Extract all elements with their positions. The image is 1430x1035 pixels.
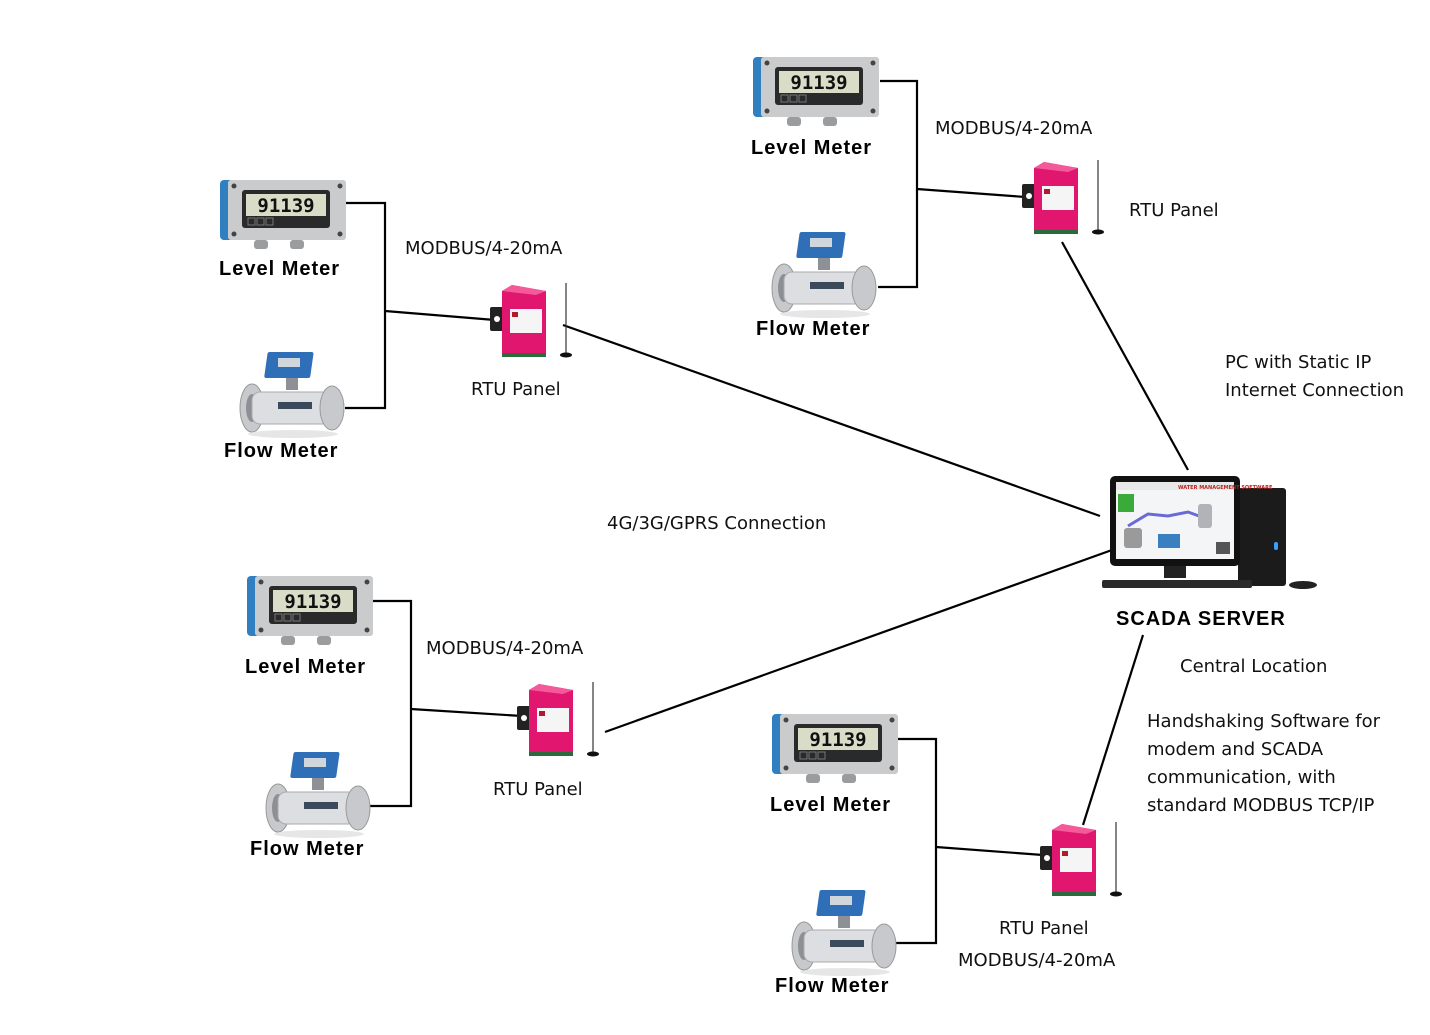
wire-site1-level (345, 201, 387, 410)
flow-meter-device (264, 750, 374, 840)
rtu-panel-device (1020, 160, 1110, 240)
static-ip-note-line: Internet Connection (1225, 380, 1405, 401)
static-ip-note-line: PC with Static IP (1225, 352, 1372, 373)
wire-site2-level (878, 79, 919, 289)
protocol-label: MODBUS/4-20mA (405, 238, 563, 259)
scada-server-label: SCADA SERVER (1116, 608, 1286, 630)
scada-server-computer: WATER MANAGEMENT SOFTWARE (1102, 476, 1317, 589)
software-note: Handshaking Software for modem and SCADA… (1147, 708, 1380, 820)
mouse-icon (1289, 581, 1317, 589)
level-meter-device (218, 176, 348, 251)
level-meter-label: Level Meter (770, 794, 892, 816)
rtu-panel-device (488, 283, 578, 363)
level-meter-label: Level Meter (245, 656, 367, 678)
screen-title: WATER MANAGEMENT SOFTWARE (1178, 485, 1273, 491)
central-location-label: Central Location (1180, 656, 1328, 677)
wire-site3-level (370, 599, 413, 808)
software-note-line: modem and SCADA (1147, 739, 1324, 760)
wire-site4-rtu (935, 845, 1044, 857)
network-label: 4G/3G/GPRS Connection (607, 513, 827, 534)
uplink-site1 (562, 323, 1101, 518)
software-note-line: standard MODBUS TCP/IP (1147, 795, 1375, 816)
wire-site4-level (896, 737, 938, 945)
uplink-site4 (1081, 634, 1145, 826)
level-meter-label: Level Meter (751, 137, 873, 159)
uplink-site2 (1061, 241, 1189, 471)
flow-meter-device (238, 350, 348, 440)
rtu-panel-label: RTU Panel (493, 779, 583, 800)
level-meter-device (751, 53, 881, 128)
flow-meter-label: Flow Meter (756, 318, 871, 340)
level-meter-device (770, 710, 900, 785)
keyboard-icon (1102, 580, 1252, 588)
flow-meter-label: Flow Meter (224, 440, 339, 462)
protocol-label: MODBUS/4-20mA (935, 118, 1093, 139)
rtu-panel-label: RTU Panel (471, 379, 561, 400)
flow-meter-device (770, 230, 880, 320)
wire-site2-rtu (916, 187, 1026, 199)
wire-site3-rtu (410, 707, 523, 718)
software-note-line: Handshaking Software for (1147, 711, 1381, 732)
rtu-panel-label: RTU Panel (999, 918, 1089, 939)
wire-site1-rtu (384, 309, 496, 322)
level-meter-device (245, 572, 375, 647)
pc-tower-icon (1238, 488, 1286, 586)
flow-meter-device (790, 888, 900, 978)
static-ip-note: PC with Static IP Internet Connection (1225, 349, 1404, 405)
rtu-panel-device (515, 682, 605, 762)
uplink-site3 (604, 548, 1113, 734)
level-meter-label: Level Meter (219, 258, 341, 280)
flow-meter-label: Flow Meter (775, 975, 890, 997)
protocol-label: MODBUS/4-20mA (958, 950, 1116, 971)
protocol-label: MODBUS/4-20mA (426, 638, 584, 659)
flow-meter-label: Flow Meter (250, 838, 365, 860)
software-note-line: communication, with (1147, 767, 1336, 788)
rtu-panel-label: RTU Panel (1129, 200, 1219, 221)
rtu-panel-device (1038, 822, 1128, 902)
